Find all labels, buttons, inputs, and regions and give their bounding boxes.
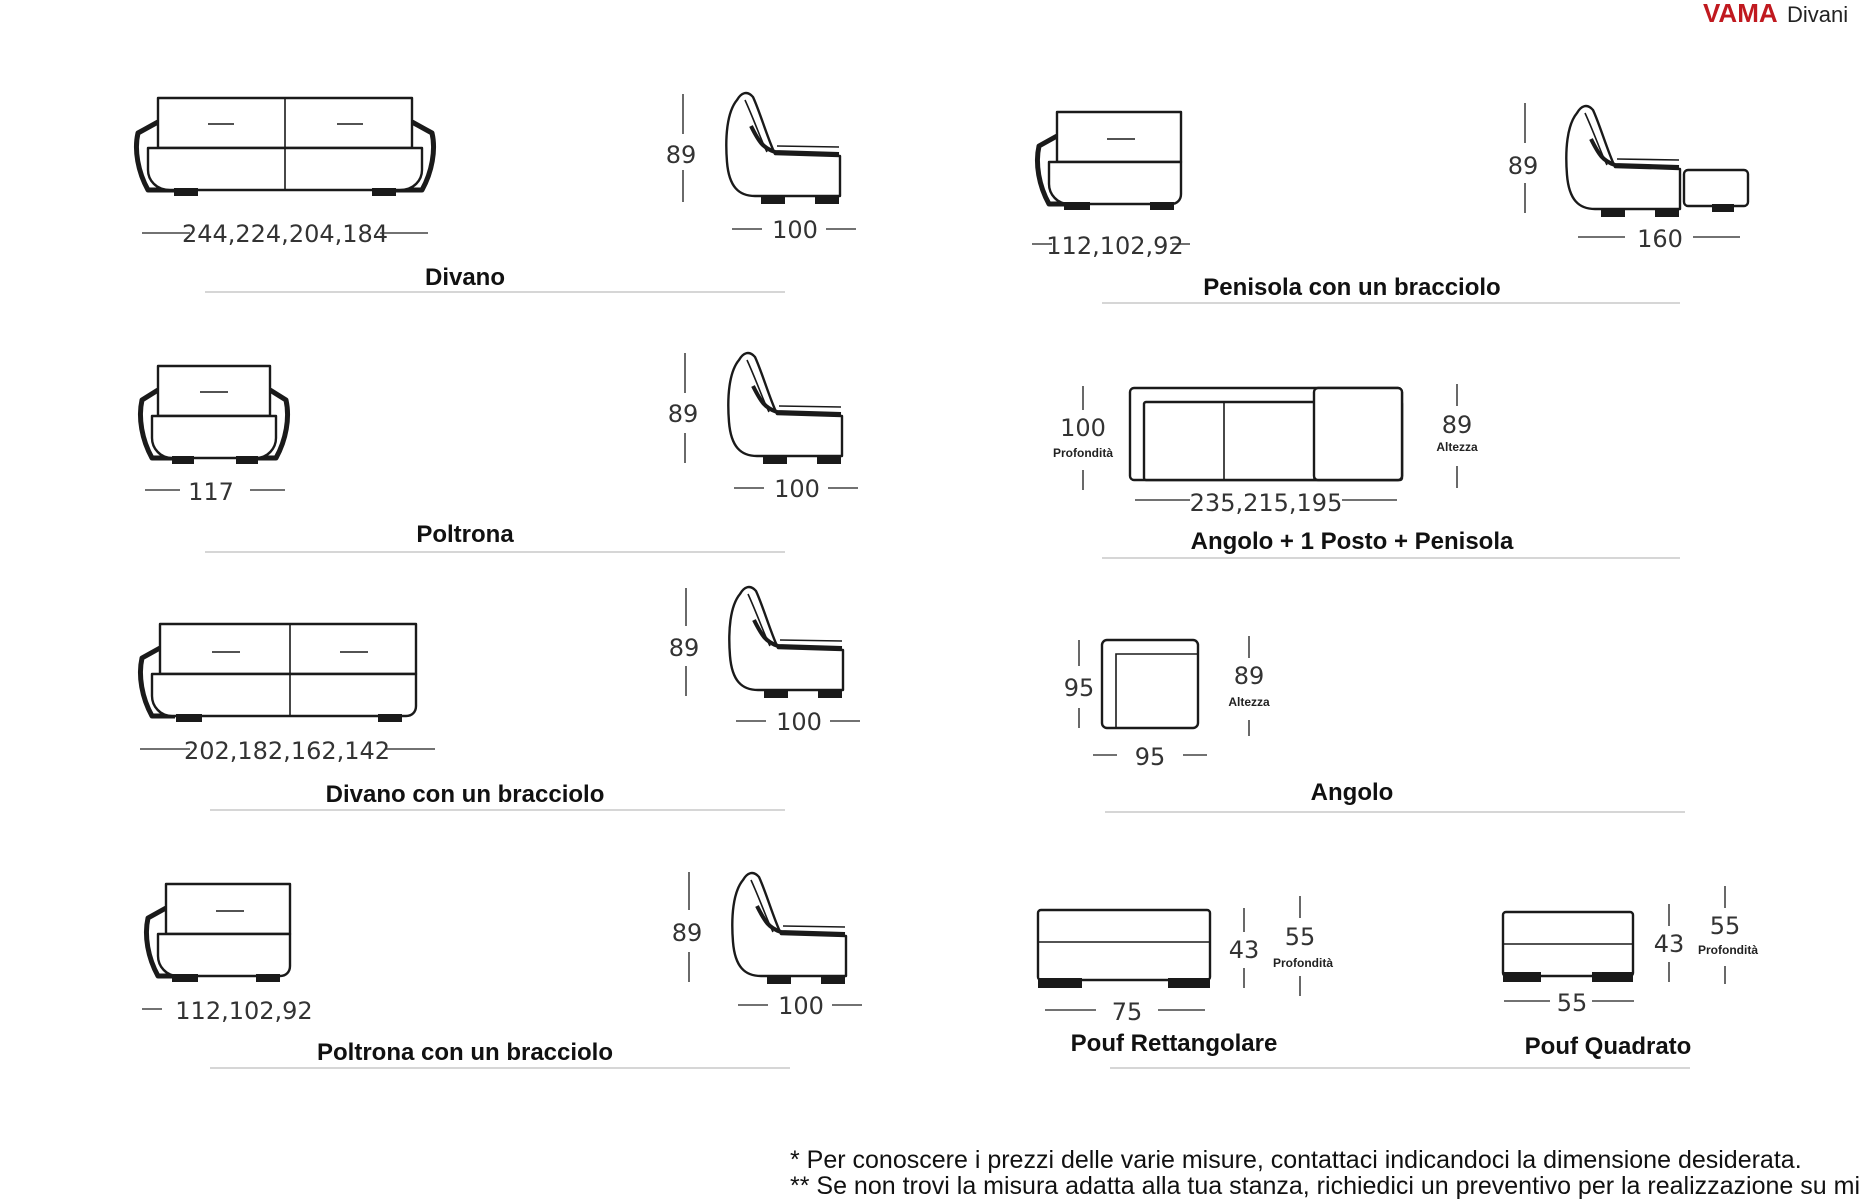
dim-depth: 160 (1637, 225, 1683, 253)
dim-height: 89 (666, 141, 697, 169)
sofa-one-arm-front-icon (137, 622, 418, 722)
dim-depth: 100 (778, 992, 824, 1020)
item-penisola: 112,102,92 89 160 Penisola con un bracci… (1032, 103, 1750, 304)
dim-depth-label: Profondità (1273, 956, 1333, 970)
pouf-rect-icon (1036, 908, 1212, 988)
dim-height-label: Altezza (1228, 695, 1270, 709)
dim-width: 244,224,204,184 (182, 220, 388, 248)
dim-height: 89 (668, 400, 699, 428)
dim-depth-label: Profondità (1698, 943, 1758, 957)
item-label: Penisola con un bracciolo (1203, 274, 1500, 301)
item-label: Pouf Rettangolare (1071, 1030, 1278, 1057)
dim-width: 55 (1557, 989, 1588, 1017)
armchair-front-icon (137, 364, 291, 464)
dim-depth-label: Profondità (1053, 446, 1113, 460)
chaise-side-icon (1564, 104, 1750, 219)
dim-depth: 55 (1710, 912, 1741, 940)
note-prices: * Per conoscere i prezzi delle varie mis… (790, 1146, 1802, 1174)
dim-depth: 100 (1060, 414, 1106, 442)
dim-height: 89 (1442, 411, 1473, 439)
dim-side: 95 (1064, 674, 1095, 702)
dim-height-label: Altezza (1436, 440, 1478, 454)
dim-height: 89 (1508, 152, 1539, 180)
item-divano-bracciolo: 202,182,162,142 89 100 Divano con un bra… (137, 585, 860, 811)
dim-depth: 100 (772, 216, 818, 244)
dim-height: 89 (1234, 662, 1265, 690)
dim-height: 89 (672, 919, 703, 947)
dim-height: 89 (669, 634, 700, 662)
item-label: Divano con un bracciolo (326, 781, 605, 808)
item-label: Poltrona con un bracciolo (317, 1039, 613, 1066)
dim-depth: 55 (1285, 923, 1316, 951)
item-poltrona: 117 89 100 Poltrona (137, 351, 858, 553)
svg-text:VAMA: VAMA (1703, 0, 1778, 28)
armchair-side-icon (727, 585, 845, 700)
dim-width: 112,102,92 (175, 997, 312, 1025)
corner-top-icon (1100, 638, 1200, 730)
item-angolo-penisola: 235,215,195 100 Profondità 89 Altezza An… (1053, 384, 1680, 559)
item-label: Poltrona (416, 521, 514, 548)
dim-width: 202,182,162,142 (184, 737, 390, 765)
item-poltrona-bracciolo: 112,102,92 89 100 Poltrona con un bracci… (142, 871, 862, 1069)
dim-width: 117 (188, 478, 234, 506)
item-label: Angolo (1311, 779, 1394, 806)
item-pouf-quad: 55 43 55 Profondità Pouf Quadrato (1501, 886, 1758, 1060)
pouf-square-icon (1501, 910, 1635, 982)
item-label: Divano (425, 264, 505, 291)
item-label: Angolo + 1 Posto + Penisola (1191, 528, 1514, 555)
item-pouf-rett: 75 43 55 Profondità Pouf Rettangolare (1036, 896, 1333, 1057)
dim-height: 43 (1654, 930, 1685, 958)
note-custom: ** Se non trovi la misura adatta alla tu… (790, 1172, 1860, 1200)
armchair-one-arm-front-icon (143, 882, 292, 982)
dim-width: 112,102,92 (1046, 232, 1183, 260)
item-label: Pouf Quadrato (1525, 1033, 1692, 1060)
svg-text:Divani: Divani (1787, 2, 1848, 27)
sectional-top-icon (1128, 386, 1404, 482)
dim-depth: 100 (774, 475, 820, 503)
footnotes: * Per conoscere i prezzi delle varie mis… (790, 1146, 1860, 1200)
brand-logo: VAMA Divani (1703, 0, 1848, 28)
armchair-side-icon (730, 871, 848, 986)
dim-height: 43 (1229, 936, 1260, 964)
chaise-front-icon (1034, 110, 1183, 210)
dim-width: 235,215,195 (1190, 489, 1343, 517)
armchair-side-icon (724, 91, 842, 206)
armchair-side-icon (726, 351, 844, 466)
item-divano: 244,224,204,184 89 100 Divano (133, 91, 856, 293)
dim-width: 75 (1112, 998, 1143, 1026)
item-angolo: 95 95 89 Altezza Angolo (1064, 636, 1685, 813)
sofa-front-icon (133, 96, 437, 196)
dim-depth: 100 (776, 708, 822, 736)
dim-width: 95 (1135, 743, 1166, 771)
